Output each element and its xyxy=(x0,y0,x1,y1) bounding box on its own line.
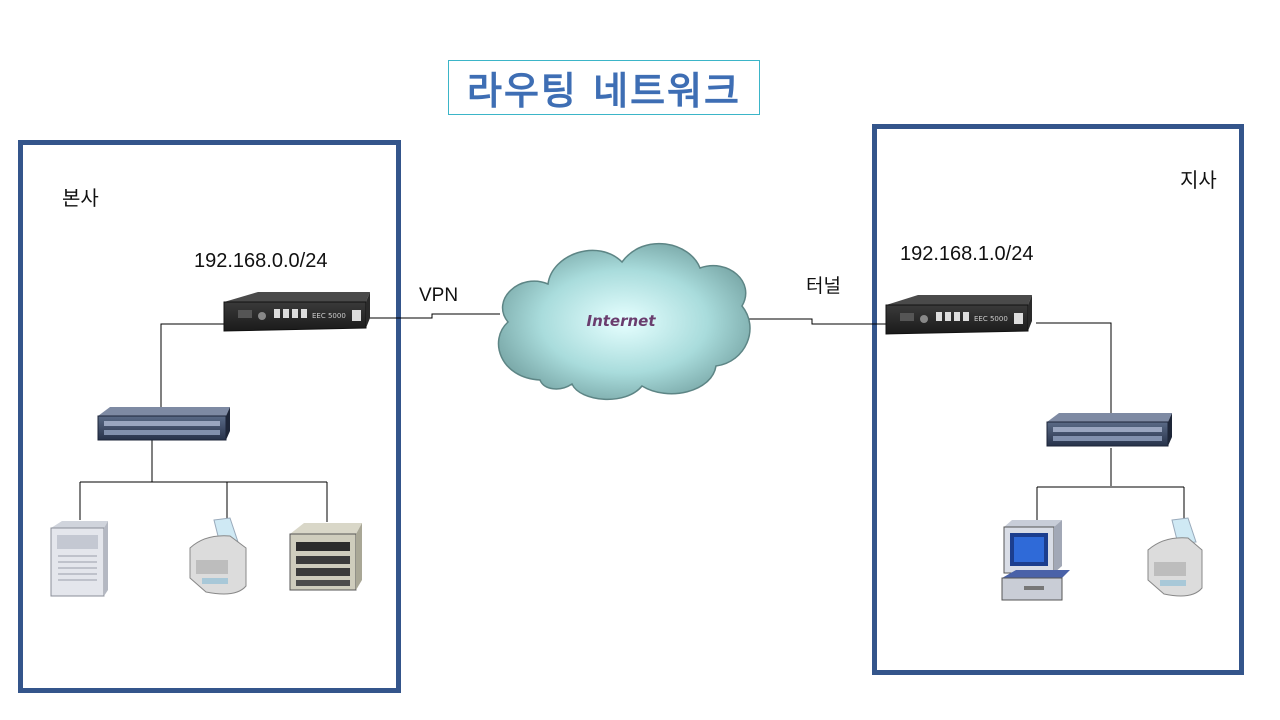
branch-vpn-appliance-icon: EEC 5000 xyxy=(885,295,1032,335)
hq-server-icon xyxy=(50,521,108,597)
hq-mainframe-icon xyxy=(289,523,362,591)
internet-cloud: Internet xyxy=(497,242,751,400)
branch-subnet-label: 192.168.1.0/24 xyxy=(900,243,1034,265)
internet-label: Internet xyxy=(586,312,656,330)
branch-vpn-model-label: EEC 5000 xyxy=(974,315,1008,323)
branch-router-switch-line xyxy=(1036,322,1112,413)
tunnel-link-label: 터널 xyxy=(806,276,841,297)
branch-site-frame xyxy=(872,124,1244,675)
connection-lines xyxy=(79,313,1185,522)
hq-site-frame xyxy=(18,140,401,693)
diagram-title: 라우팅 네트워크 xyxy=(467,69,741,113)
vpn-link-label: VPN xyxy=(419,285,459,306)
hq-vpn-appliance-icon: EEC 5000 xyxy=(223,292,370,332)
hq-switch-icon xyxy=(97,407,230,441)
branch-fax-printer-icon xyxy=(1147,517,1203,597)
diagram-title-box: 라우팅 네트워크 xyxy=(448,60,760,115)
hq-fax-printer-icon xyxy=(189,517,247,595)
branch-label: 지사 xyxy=(1180,170,1217,192)
hq-router-switch-line xyxy=(160,323,224,408)
hq-vpn-model-label: EEC 5000 xyxy=(312,312,346,320)
hq-label: 본사 xyxy=(62,188,99,210)
hq-subnet-label: 192.168.0.0/24 xyxy=(194,250,328,272)
hq-vpn-line xyxy=(367,313,500,319)
branch-tunnel-line xyxy=(744,318,886,325)
branch-switch-icon xyxy=(1046,413,1172,447)
branch-pc-icon xyxy=(1001,520,1070,601)
